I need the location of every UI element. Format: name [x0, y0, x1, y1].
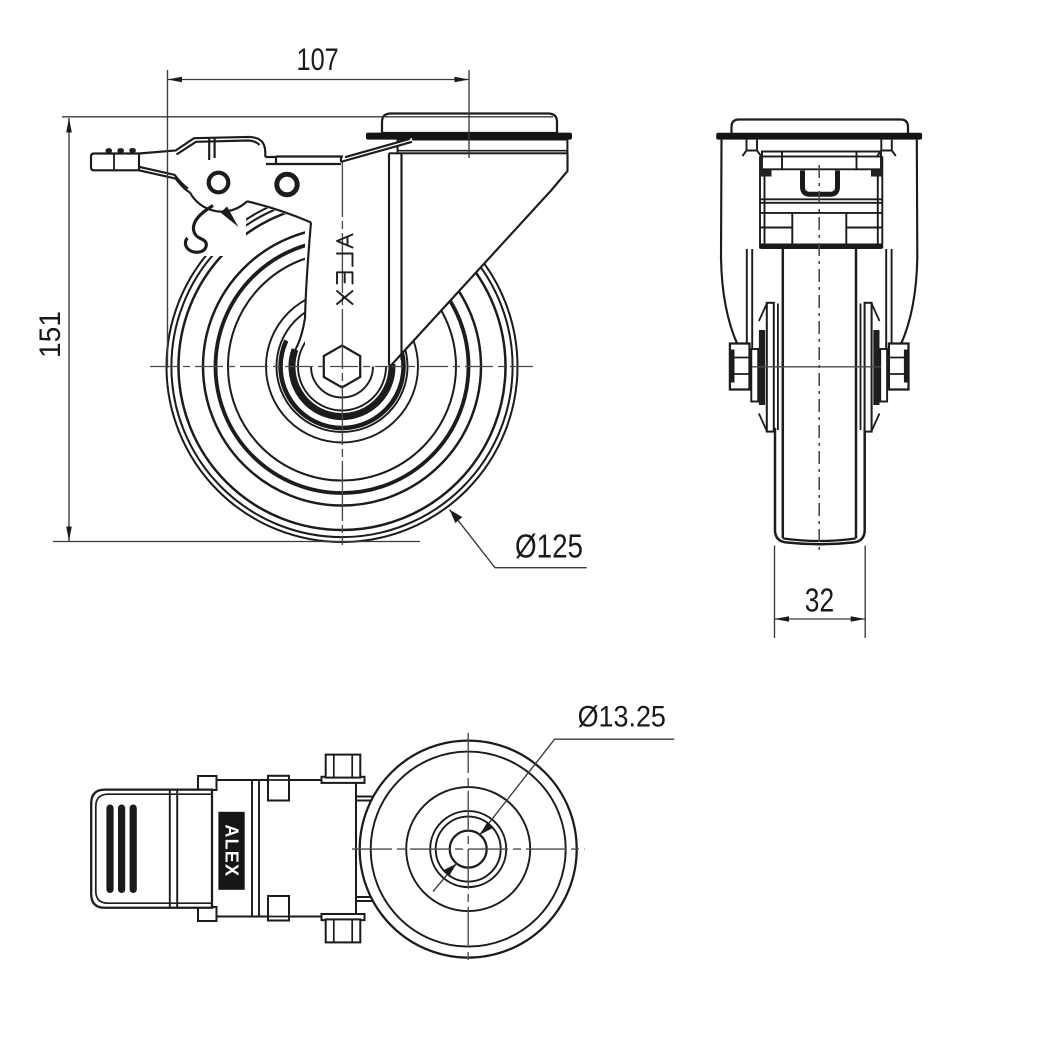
svg-text:ALEX: ALEX [222, 824, 242, 877]
svg-text:107: 107 [297, 41, 339, 77]
svg-text:Ø125: Ø125 [515, 528, 583, 565]
svg-text:Ø13.25: Ø13.25 [578, 701, 666, 734]
svg-text:32: 32 [805, 582, 834, 619]
svg-text:151: 151 [34, 311, 67, 358]
